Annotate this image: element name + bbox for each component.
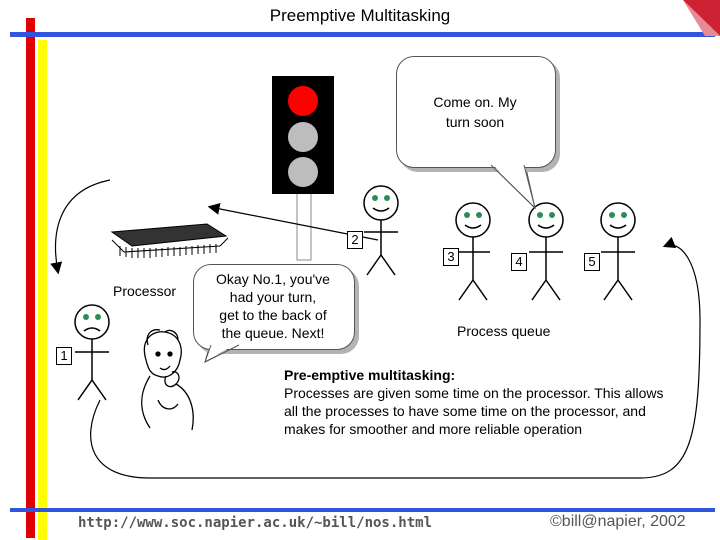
process-number-5: 5 bbox=[584, 253, 600, 271]
processor-label: Processor bbox=[113, 283, 177, 299]
stick-figure-icon bbox=[74, 304, 110, 401]
arrow-back-to-queue bbox=[90, 236, 701, 479]
stick-figure-icon bbox=[363, 185, 399, 276]
processor-speech-line-3: get to the back of bbox=[219, 307, 327, 323]
description-block: Pre-emptive multitasking: Processes are … bbox=[284, 366, 664, 438]
processor-speech-line-1: Okay No.1, you've bbox=[216, 271, 330, 287]
stick-figure-icon bbox=[600, 202, 636, 301]
queue-speech-bubble bbox=[396, 56, 556, 168]
process-number-1: 1 bbox=[56, 347, 72, 365]
processor-chip-icon bbox=[110, 223, 229, 258]
queue-speech-line-2: turn soon bbox=[445, 114, 505, 130]
queue-speech-line-1: Come on. My bbox=[433, 94, 517, 110]
yellow-vertical-bar bbox=[38, 40, 47, 540]
slide-title: Preemptive Multitasking bbox=[269, 6, 451, 25]
stick-figure-icon bbox=[455, 202, 491, 301]
process-number-3: 3 bbox=[443, 248, 459, 266]
description-body: Processes are given some time on the pro… bbox=[284, 385, 664, 437]
footer-url-link[interactable]: http://www.soc.napier.ac.uk/~bill/nos.ht… bbox=[78, 515, 433, 531]
stick-figure-icon bbox=[528, 202, 564, 301]
processor-speech-line-4: the queue. Next! bbox=[221, 325, 325, 341]
thinking-person-icon bbox=[141, 329, 194, 431]
process-number-2: 2 bbox=[347, 231, 363, 249]
processor-speech-line-2: had your turn, bbox=[229, 289, 317, 305]
blue-bottom-bar bbox=[10, 508, 715, 512]
corner-logo-icon bbox=[683, 0, 720, 36]
traffic-light-icon bbox=[272, 76, 334, 261]
process-number-4: 4 bbox=[511, 253, 527, 271]
blue-top-bar bbox=[10, 32, 715, 37]
footer-copyright: ©bill@napier, 2002 bbox=[550, 513, 686, 530]
process-queue-label: Process queue bbox=[457, 323, 551, 339]
arrow-curve-left bbox=[50, 179, 111, 275]
processor-speech-bubble bbox=[193, 264, 355, 350]
red-vertical-bar bbox=[26, 18, 35, 538]
description-heading: Pre-emptive multitasking: bbox=[284, 367, 456, 383]
